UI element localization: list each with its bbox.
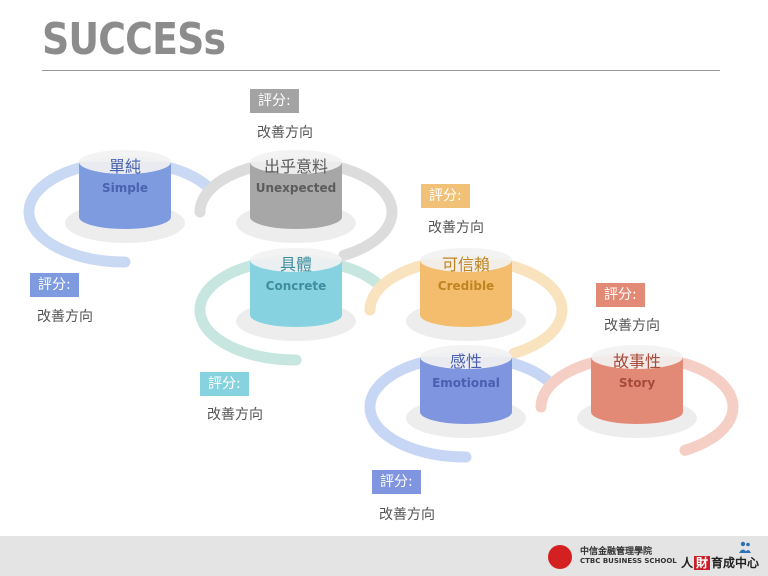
ctbc-logo-chinese: 中信金融管理學院 <box>580 547 653 557</box>
talent-center-pre: 人 <box>681 556 694 570</box>
page-title: SUCCESs <box>42 14 226 65</box>
cylinder-body-credible <box>420 260 512 327</box>
node-concrete: 具體 Concrete <box>236 248 356 341</box>
ctbc-logo-english: CTBC BUSINESS SCHOOL <box>580 557 677 565</box>
cylinder-top-story <box>591 345 683 369</box>
footer-bar <box>0 536 768 576</box>
cylinder-body-unexpected <box>250 162 342 229</box>
people-icon <box>739 541 751 553</box>
cylinder-body-story <box>591 357 683 424</box>
improve-text-emotional: 改善方向 <box>379 507 435 523</box>
node-label-en-simple: Simple <box>102 181 148 195</box>
node-label-en-credible: Credible <box>438 279 494 293</box>
node-label-en-concrete: Concrete <box>266 279 327 293</box>
score-label-unexpected: 評分: <box>250 89 299 113</box>
node-label-cn-story: 故事性 <box>613 352 661 371</box>
node-simple: 單純 Simple <box>65 150 185 243</box>
improve-text-simple: 改善方向 <box>37 309 93 325</box>
cylinder-top-concrete <box>250 248 342 272</box>
cylinder-top-emotional <box>420 345 512 369</box>
score-label-story: 評分: <box>596 283 645 307</box>
score-label-emotional: 評分: <box>372 470 421 494</box>
score-label-credible: 評分: <box>421 184 470 208</box>
cylinder-top-simple <box>79 150 171 174</box>
ring-unexpected <box>194 156 398 261</box>
node-label-en-story: Story <box>619 376 656 390</box>
cylinder-top-unexpected <box>250 150 342 174</box>
node-emotional: 感性 Emotional <box>406 345 526 438</box>
node-label-en-emotional: Emotional <box>432 376 500 390</box>
node-label-cn-emotional: 感性 <box>450 352 482 371</box>
ctbc-logo-icon <box>548 545 572 569</box>
improve-text-credible: 改善方向 <box>428 220 484 236</box>
cylinder-body-concrete <box>250 260 342 327</box>
node-label-cn-simple: 單純 <box>109 157 141 176</box>
node-story: 故事性 Story <box>577 345 697 438</box>
talent-center-post: 育成中心 <box>711 556 760 570</box>
node-label-cn-credible: 可信賴 <box>442 255 490 274</box>
improve-text-unexpected: 改善方向 <box>257 125 313 141</box>
node-label-en-unexpected: Unexpected <box>256 181 336 195</box>
talent-center-box: 財 <box>694 556 711 570</box>
score-label-simple: 評分: <box>30 273 79 297</box>
title-divider <box>42 70 720 71</box>
score-label-concrete: 評分: <box>200 372 249 396</box>
cylinder-top-credible <box>420 248 512 272</box>
node-unexpected: 出乎意料 Unexpected <box>236 150 356 243</box>
node-label-cn-unexpected: 出乎意料 <box>264 157 328 176</box>
cylinder-body-emotional <box>420 357 512 424</box>
improve-text-concrete: 改善方向 <box>207 407 263 423</box>
talent-center-logo: 人財育成中心 <box>681 554 759 571</box>
node-label-cn-concrete: 具體 <box>280 255 312 274</box>
node-credible: 可信賴 Credible <box>406 248 526 341</box>
ring-credible <box>364 254 568 359</box>
ring-story <box>535 351 739 456</box>
cylinder-body-simple <box>79 162 171 229</box>
improve-text-story: 改善方向 <box>604 318 660 334</box>
